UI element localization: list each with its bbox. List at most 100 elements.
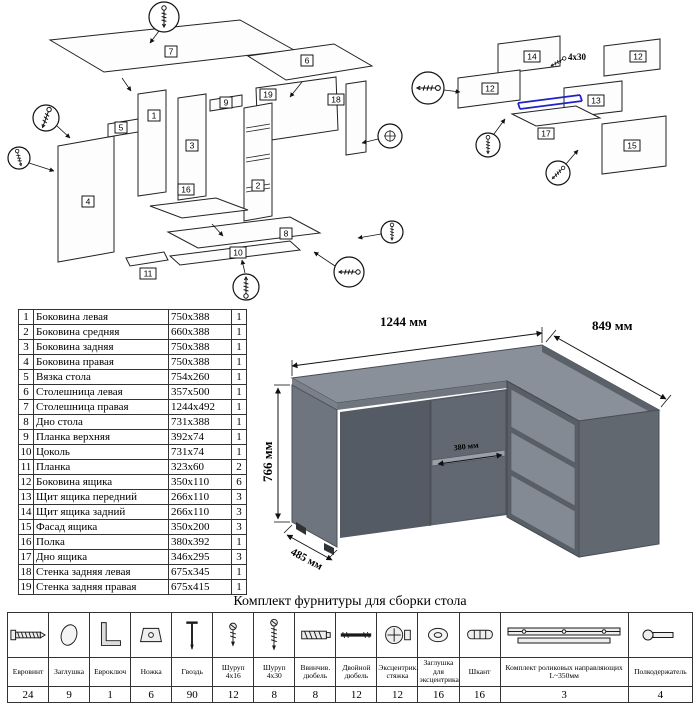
part-qty: 3 <box>231 519 247 535</box>
desk-foot <box>296 522 306 535</box>
svg-text:8: 8 <box>284 229 289 239</box>
hardware-name: Полкодержатель <box>627 657 694 687</box>
screw-4x30-icon <box>270 618 279 651</box>
part-qty: 1 <box>231 384 247 400</box>
part-label-2: 2 <box>251 179 265 192</box>
hardware-name: Шуруп 4x16 <box>212 657 255 687</box>
part-size: 750x388 <box>168 339 232 355</box>
part-size: 750x388 <box>168 354 232 370</box>
part-size: 731x388 <box>168 414 232 430</box>
part-size: 750x388 <box>168 309 232 325</box>
parts-table-row: 10 Цоколь 731x74 1 <box>18 444 247 460</box>
part-name: Щит ящика передний <box>33 489 169 505</box>
hardware-qty: 12 <box>212 686 255 703</box>
part-name: Боковина правая <box>33 354 169 370</box>
svg-text:485 мм: 485 мм <box>289 546 325 572</box>
assembly-arrow <box>289 81 303 98</box>
part-shelf-16 <box>149 197 249 219</box>
screw-note-4x30: 4x30 <box>549 52 587 69</box>
hardware-name: Ввинчив. дюбель <box>294 657 337 687</box>
svg-text:12: 12 <box>633 52 643 62</box>
parts-table-row: 15 Фасад ящика 350x200 3 <box>18 519 247 535</box>
part-size: 660x388 <box>168 324 232 340</box>
parts-table-row: 2 Боковина средняя 660x388 1 <box>18 324 247 340</box>
svg-text:16: 16 <box>181 185 191 195</box>
screw-dowel-icon <box>301 630 332 640</box>
hardware-kit-table: Евровинт Заглушка Евроключ Ножка Гвоздь … <box>6 612 694 703</box>
part-label-4: 4 <box>81 195 95 208</box>
svg-text:19: 19 <box>263 90 273 100</box>
part-number: 4 <box>18 354 34 370</box>
svg-text:13: 13 <box>591 96 601 106</box>
shelf-pin-icon <box>642 629 674 641</box>
parts-table-row: 9 Планка верхняя 392x74 1 <box>18 429 247 445</box>
part-label-16: 16 <box>177 183 195 196</box>
desk-right-panel <box>578 409 660 558</box>
part-name: Боковина ящика <box>33 474 169 490</box>
svg-text:10: 10 <box>233 248 243 258</box>
cap-icon <box>60 624 78 646</box>
parts-list-table: 1 Боковина левая 750x388 1 2 Боковина ср… <box>18 309 247 595</box>
hardware-name: Двойной дюбель <box>335 657 378 687</box>
hardware-name: Евроключ <box>89 657 132 687</box>
part-name: Боковина задняя <box>33 339 169 355</box>
hardware-name: Шуруп 4x30 <box>253 657 296 687</box>
exploded-view-desk: 7 6 19 18 1 3 5 9 2 16 4 8 10 11 <box>7 1 404 301</box>
drawer-front-2 <box>510 431 576 507</box>
svg-text:14: 14 <box>527 52 537 62</box>
svg-text:2: 2 <box>256 181 261 191</box>
cam-cap-icon <box>428 627 449 643</box>
part-size: 266x110 <box>168 504 232 520</box>
part-size: 357x500 <box>168 384 232 400</box>
part-label-14: 14 <box>523 50 541 63</box>
hardware-qty: 16 <box>458 686 501 703</box>
hardware-qty: 3 <box>499 686 629 703</box>
part-name: Боковина левая <box>33 309 169 325</box>
svg-text:4: 4 <box>86 197 91 207</box>
part-qty: 3 <box>231 504 247 520</box>
cam-lock-icon <box>385 625 412 645</box>
hardware-qty: 1 <box>89 686 132 703</box>
part-label-17: 17 <box>537 127 555 140</box>
part-label-13: 13 <box>587 94 605 107</box>
hardware-qty-row: 24 9 1 6 90 12 8 8 12 12 16 16 3 4 <box>6 686 694 703</box>
drawer-front-3 <box>510 474 576 551</box>
part-qty: 1 <box>231 444 247 460</box>
part-qty: 6 <box>231 474 247 490</box>
parts-table-row: 6 Столешница левая 357x500 1 <box>18 384 247 400</box>
desk-top-edge <box>292 378 337 410</box>
part-size: 380x392 <box>168 534 232 550</box>
part-number: 5 <box>18 369 34 385</box>
svg-text:17: 17 <box>541 129 551 139</box>
parts-table-row: 18 Стенка задняя левая 675x345 1 <box>18 564 247 580</box>
hardware-callout <box>313 251 365 288</box>
desk-render: 1244 мм 849 мм 766 мм 485 мм 380 мм <box>262 314 672 572</box>
hardware-name: Эксцентрик. стяжка <box>376 657 419 687</box>
part-label-10: 10 <box>229 246 247 259</box>
part-qty: 1 <box>231 429 247 445</box>
part-label-19: 19 <box>259 88 277 101</box>
assembly-arrow <box>211 223 224 237</box>
hardware-name: Заглушка для эксцентрика <box>417 657 460 687</box>
part-back-wall-18 <box>345 80 367 156</box>
part-number: 19 <box>18 579 34 595</box>
part-name: Стенка задняя левая <box>33 564 169 580</box>
hexkey-icon <box>101 622 122 646</box>
hardware-qty: 12 <box>376 686 419 703</box>
part-number: 12 <box>18 474 34 490</box>
svg-text:11: 11 <box>144 269 153 279</box>
part-number: 2 <box>18 324 34 340</box>
part-name: Фасад ящика <box>33 519 169 535</box>
part-qty: 2 <box>231 459 247 475</box>
part-size: 1244x492 <box>168 399 232 415</box>
desk-top-edge <box>337 381 507 410</box>
hardware-name: Ножка <box>130 657 173 687</box>
hardware-callout <box>232 259 260 301</box>
svg-text:18: 18 <box>331 95 341 105</box>
hardware-qty: 8 <box>253 686 296 703</box>
parts-table-row: 13 Щит ящика передний 266x110 3 <box>18 489 247 505</box>
part-label-12l: 12 <box>481 82 499 95</box>
part-size: 350x110 <box>168 474 232 490</box>
part-name: Планка <box>33 459 169 475</box>
foot-icon <box>140 627 163 643</box>
